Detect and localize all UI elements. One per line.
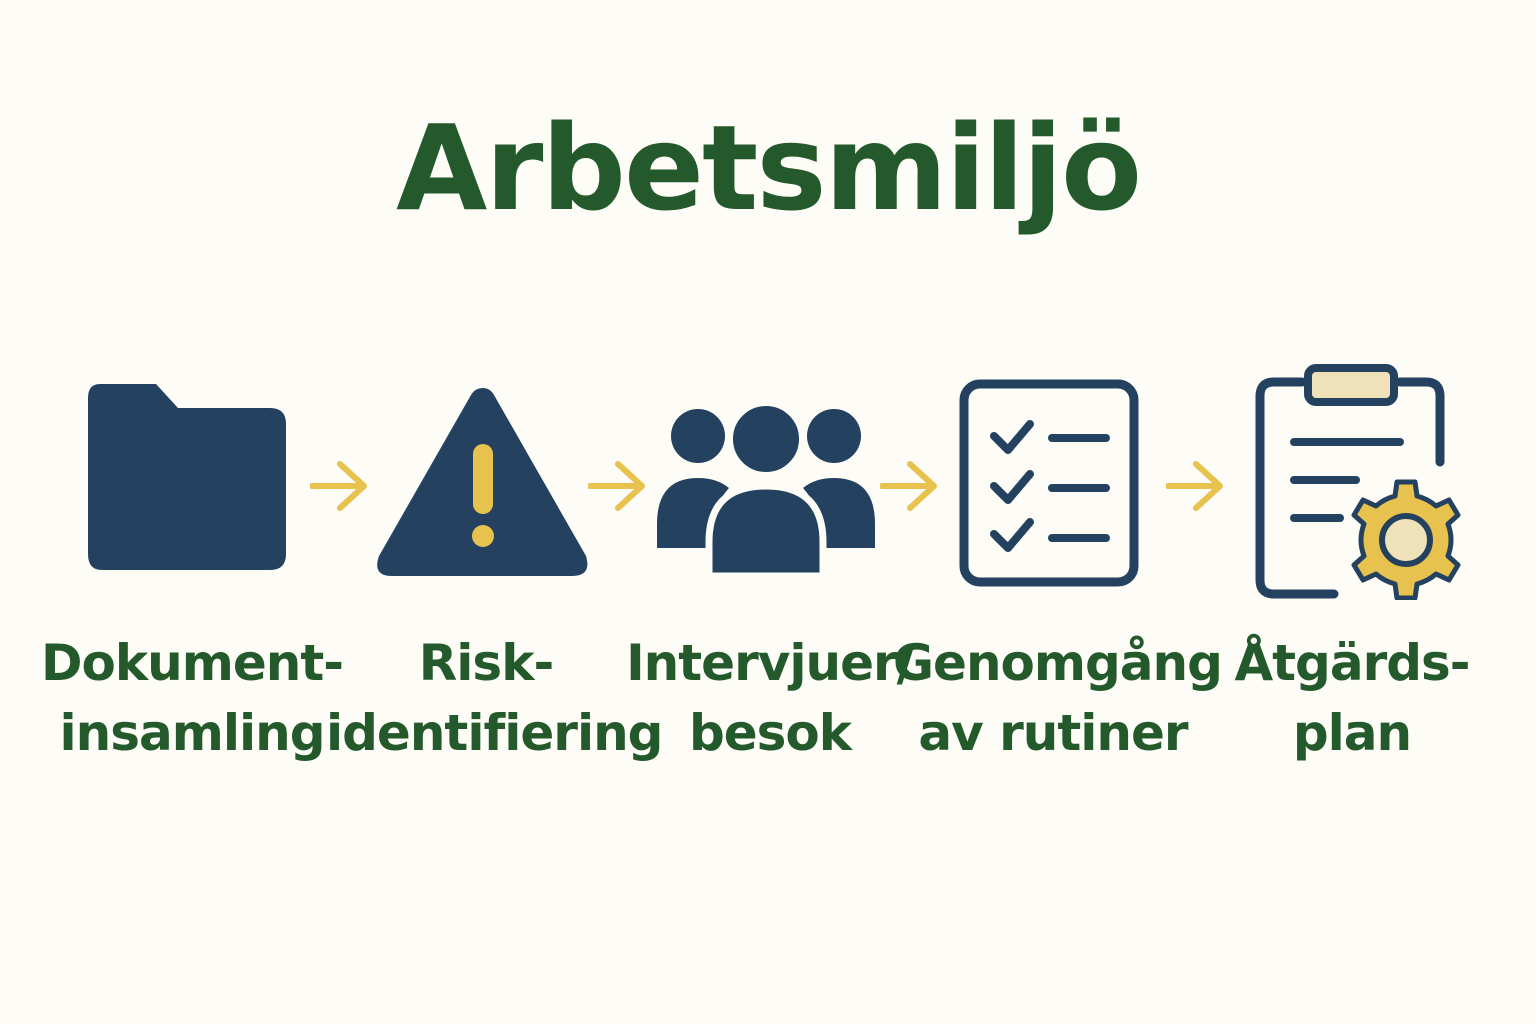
warning-icon (377, 388, 588, 576)
step-label-3: Intervjuer/ besok (610, 628, 930, 768)
step-label-1: Dokument- insamling (32, 628, 352, 768)
arrow-3-icon (880, 461, 937, 511)
step-label-2: Risk- identifiering (326, 628, 663, 768)
arrow-4-icon (1166, 461, 1223, 511)
step-label-5-line2: plan (1292, 704, 1412, 762)
step-label-4-line2: av rutiner (918, 704, 1188, 762)
clipboard-gear-icon (1255, 364, 1461, 600)
diagram-title: Arbetsmiljö (395, 99, 1142, 237)
checklist-icon (959, 379, 1139, 587)
step-label-3-line1: Intervjuer/ (626, 634, 915, 692)
step-label-1-line2: insamling (59, 704, 326, 762)
step-label-2-line2: identifiering (326, 704, 663, 762)
step-label-4-line1: Genomgång (893, 634, 1223, 692)
step-label-2-line1: Risk- (418, 634, 554, 692)
arrow-1-icon (310, 461, 367, 511)
people-icon (657, 402, 875, 578)
step-label-5-line1: Åtgärds- (1234, 634, 1470, 692)
folder-icon (88, 384, 286, 570)
step-label-1-line1: Dokument- (41, 634, 344, 692)
step-label-3-line2: besok (688, 704, 852, 762)
step-label-4: Genomgång av rutiner (893, 628, 1223, 768)
arrow-2-icon (588, 461, 645, 511)
step-label-5: Åtgärds- plan (1192, 628, 1512, 768)
